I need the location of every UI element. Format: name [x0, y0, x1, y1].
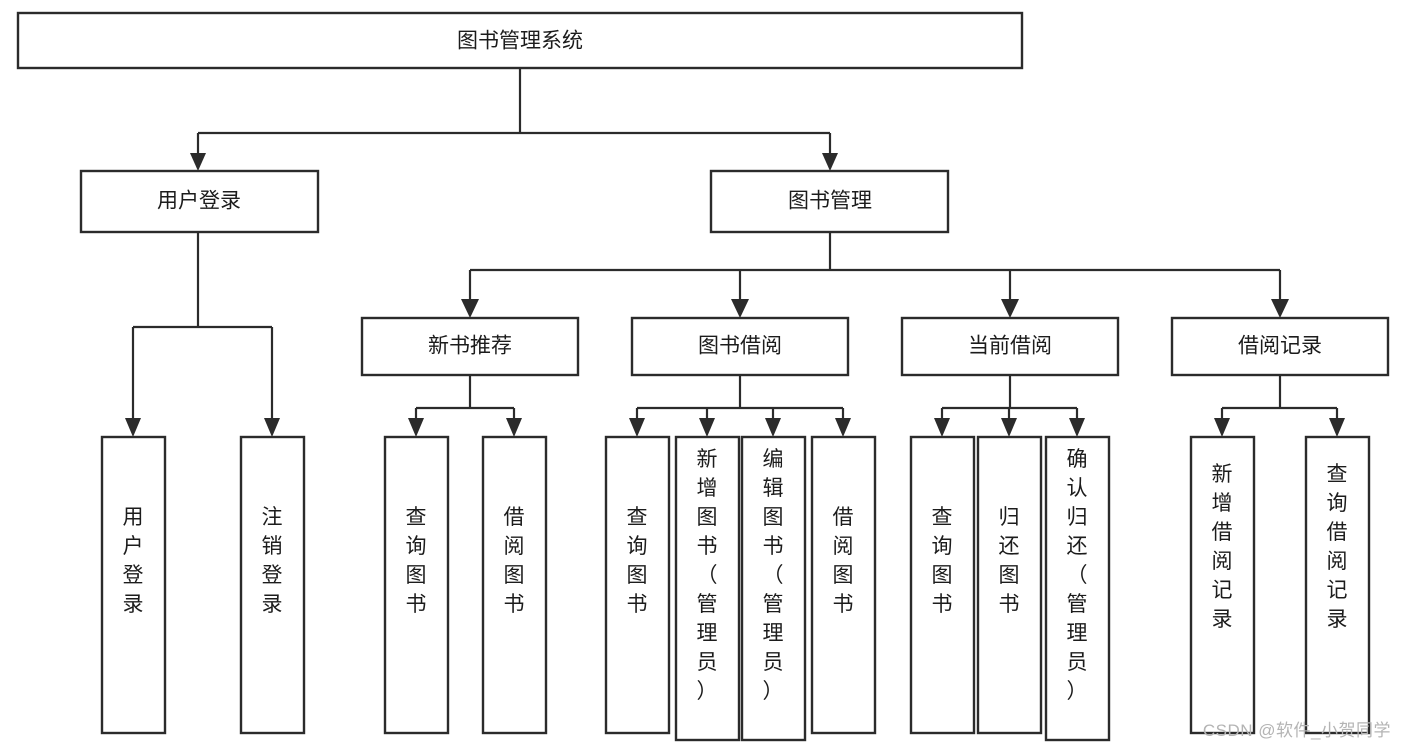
- node-leaf-confirm-return-label: 确认归还（管理员）: [1067, 448, 1088, 703]
- node-leaf-logout-login-label: 注销登录: [262, 506, 283, 616]
- node-leaf-query-book-3-label: 查询图书: [932, 506, 953, 616]
- arrowhead-borrow-record: [1271, 299, 1289, 318]
- arrowhead-user-login: [190, 153, 206, 171]
- node-leaf-borrow-book-1[interactable]: 借阅图书: [481, 435, 548, 735]
- arrowhead-leaf-query-record: [1329, 418, 1345, 437]
- node-leaf-add-record-label: 新增借阅记录: [1212, 463, 1233, 631]
- arrowhead-leaf-query-book-2: [629, 418, 645, 437]
- node-root-label: 图书管理系统: [457, 30, 583, 53]
- node-user-login[interactable]: 用户登录: [79, 169, 320, 234]
- node-book-manage-box[interactable]: [709, 169, 950, 234]
- node-book-manage-label: 图书管理: [788, 190, 872, 213]
- node-leaf-query-record-box[interactable]: [1304, 435, 1371, 735]
- node-new-book-recommend[interactable]: 新书推荐: [360, 316, 580, 377]
- node-leaf-user-login-box[interactable]: [100, 435, 167, 735]
- node-leaf-borrow-book-2-box[interactable]: [810, 435, 877, 735]
- node-book-borrow[interactable]: 图书借阅: [630, 316, 850, 377]
- node-leaf-user-login[interactable]: 用户登录: [100, 435, 167, 735]
- node-leaf-edit-book-box[interactable]: [740, 435, 807, 742]
- arrowhead-leaf-confirm-return: [1069, 418, 1085, 437]
- node-book-manage[interactable]: 图书管理: [709, 169, 950, 234]
- node-borrow-record-box[interactable]: [1170, 316, 1390, 377]
- node-leaf-query-book-2-box[interactable]: [604, 435, 671, 735]
- watermark: CSDN @软件_小贺同学: [1202, 721, 1391, 740]
- node-current-borrow[interactable]: 当前借阅: [900, 316, 1120, 377]
- node-book-borrow-box[interactable]: [630, 316, 850, 377]
- node-book-borrow-label: 图书借阅: [698, 335, 782, 358]
- node-leaf-logout-login-box[interactable]: [239, 435, 306, 735]
- arrowhead-leaf-add-record: [1214, 418, 1230, 437]
- node-leaf-add-book-label: 新增图书（管理员）: [697, 448, 718, 703]
- node-leaf-query-record-label: 查询借阅记录: [1327, 463, 1348, 631]
- node-leaf-return-book[interactable]: 归还图书: [976, 435, 1043, 735]
- node-leaf-add-record[interactable]: 新增借阅记录: [1189, 435, 1256, 735]
- arrowhead-leaf-user-login: [125, 418, 141, 437]
- node-root[interactable]: 图书管理系统: [16, 11, 1024, 70]
- node-leaf-return-book-label: 归还图书: [999, 506, 1020, 616]
- node-leaf-query-book-3-box[interactable]: [909, 435, 976, 735]
- arrowhead-leaf-borrow-book-2: [835, 418, 851, 437]
- node-leaf-borrow-book-1-label: 借阅图书: [504, 506, 525, 616]
- node-new-book-recommend-label: 新书推荐: [428, 335, 512, 358]
- node-borrow-record-label: 借阅记录: [1238, 335, 1322, 358]
- node-leaf-query-book-1[interactable]: 查询图书: [383, 435, 450, 735]
- node-leaf-query-book-1-box[interactable]: [383, 435, 450, 735]
- arrowhead-leaf-edit-book: [765, 418, 781, 437]
- arrowhead-leaf-return-book: [1001, 418, 1017, 437]
- node-leaf-return-book-box[interactable]: [976, 435, 1043, 735]
- arrowhead-leaf-query-book-1: [408, 418, 424, 437]
- node-borrow-record[interactable]: 借阅记录: [1170, 316, 1390, 377]
- node-leaf-query-book-2-label: 查询图书: [627, 506, 648, 616]
- node-leaf-edit-book[interactable]: 编辑图书（管理员）: [740, 435, 807, 742]
- node-user-login-label: 用户登录: [157, 190, 241, 213]
- node-leaf-add-book-box[interactable]: [674, 435, 741, 742]
- node-leaf-confirm-return-box[interactable]: [1044, 435, 1111, 742]
- arrowhead-current-borrow: [1001, 299, 1019, 318]
- connector-layer: [125, 68, 1345, 437]
- arrowhead-leaf-borrow-book-1: [506, 418, 522, 437]
- node-leaf-confirm-return[interactable]: 确认归还（管理员）: [1044, 435, 1111, 742]
- node-leaf-borrow-book-2-label: 借阅图书: [833, 506, 854, 616]
- node-current-borrow-label: 当前借阅: [968, 335, 1052, 358]
- arrowhead-leaf-add-book: [699, 418, 715, 437]
- arrowhead-book-manage: [822, 153, 838, 171]
- node-leaf-borrow-book-2[interactable]: 借阅图书: [810, 435, 877, 735]
- node-leaf-query-record[interactable]: 查询借阅记录: [1304, 435, 1371, 735]
- node-leaf-query-book-1-label: 查询图书: [406, 506, 427, 616]
- node-current-borrow-box[interactable]: [900, 316, 1120, 377]
- node-leaf-query-book-2[interactable]: 查询图书: [604, 435, 671, 735]
- node-leaf-edit-book-label: 编辑图书（管理员）: [763, 448, 784, 703]
- node-leaf-add-book[interactable]: 新增图书（管理员）: [674, 435, 741, 742]
- arrowhead-leaf-query-book-3: [934, 418, 950, 437]
- node-new-book-recommend-box[interactable]: [360, 316, 580, 377]
- node-leaf-user-login-label: 用户登录: [123, 506, 144, 616]
- arrowhead-new-book-recommend: [461, 299, 479, 318]
- node-leaf-borrow-book-1-box[interactable]: [481, 435, 548, 735]
- arrowhead-leaf-logout-login: [264, 418, 280, 437]
- node-leaf-query-book-3[interactable]: 查询图书: [909, 435, 976, 735]
- arrowhead-book-borrow: [731, 299, 749, 318]
- node-leaf-logout-login[interactable]: 注销登录: [239, 435, 306, 735]
- node-root-box[interactable]: [16, 11, 1024, 70]
- node-user-login-box[interactable]: [79, 169, 320, 234]
- node-leaf-add-record-box[interactable]: [1189, 435, 1256, 735]
